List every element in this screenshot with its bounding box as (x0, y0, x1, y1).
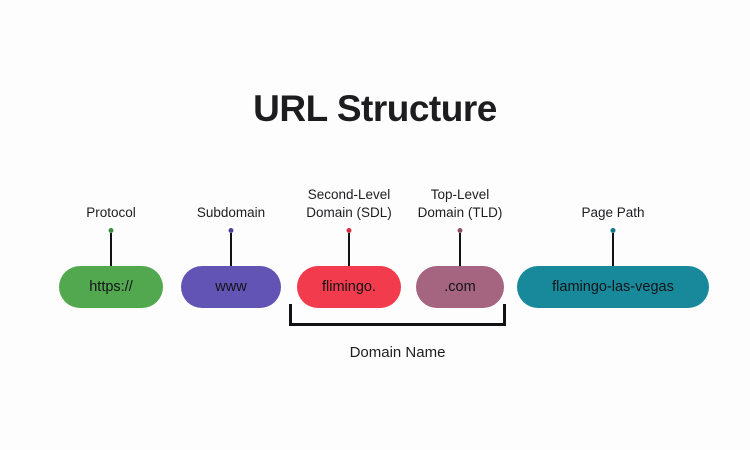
connector-stem (230, 233, 232, 266)
segment-label-second-level-domain: Second-Level Domain (SDL) (306, 186, 392, 220)
segment-label-protocol: Protocol (86, 204, 136, 220)
domain-name-caption: Domain Name (349, 344, 446, 361)
connector-stem (110, 233, 112, 266)
connector-stem (348, 233, 350, 266)
page-title: URL Structure (253, 88, 497, 129)
connector-stem (459, 233, 461, 266)
connector-subdomain (225, 226, 237, 266)
bracket-right-leg (503, 304, 506, 326)
bracket-bottom-rail (289, 323, 506, 326)
domain-name-bracket (289, 304, 506, 326)
bracket-left-leg (289, 304, 292, 326)
connector-second-level-domain (343, 226, 355, 266)
segment-label-holder: Protocol (11, 182, 211, 222)
url-pill-protocol[interactable]: https:// (59, 266, 163, 308)
segment-label-page-path: Page Path (581, 204, 645, 220)
segment-label-holder: Subdomain (131, 182, 331, 222)
url-pill-subdomain[interactable]: www (181, 266, 281, 308)
connector-page-path (607, 226, 619, 266)
connector-stem (612, 233, 614, 266)
connector-protocol (105, 226, 117, 266)
segment-label-holder: Second-Level Domain (SDL) (249, 182, 449, 222)
segment-label-subdomain: Subdomain (196, 204, 266, 220)
url-pill-page-path[interactable]: flamingo-las-vegas (517, 266, 709, 308)
segment-label-holder: Page Path (513, 182, 713, 222)
segment-label-holder: Top-Level Domain (TLD) (360, 182, 560, 222)
url-pill-second-level-domain[interactable]: flimingo. (297, 266, 401, 308)
connector-top-level-domain (454, 226, 466, 266)
url-pill-top-level-domain[interactable]: .com (416, 266, 504, 308)
segment-label-top-level-domain: Top-Level Domain (TLD) (417, 186, 503, 220)
